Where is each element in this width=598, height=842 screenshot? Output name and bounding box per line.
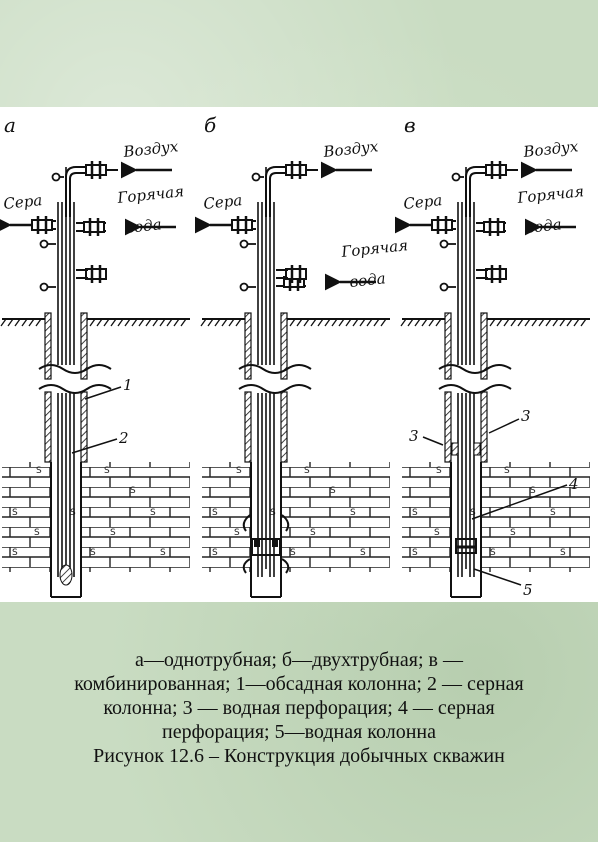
brick-mark: S xyxy=(90,548,96,558)
valve-icon xyxy=(85,161,107,179)
brick-mark: S xyxy=(310,528,316,538)
panel-letter: а xyxy=(4,113,16,137)
callout-3-left: 3 xyxy=(409,427,419,445)
callout-3-right: 3 xyxy=(521,407,531,425)
brick-mark: S xyxy=(470,508,476,518)
air-label: Воздух xyxy=(122,137,180,161)
valve-icon xyxy=(231,216,253,234)
caption-title: Рисунок 12.6 – Конструкция добычных сква… xyxy=(93,745,505,767)
valve-icon xyxy=(285,265,307,283)
hot-water-label-line-1: Горячая xyxy=(516,182,585,207)
brick-mark: S xyxy=(330,486,336,496)
brick-mark: S xyxy=(434,528,440,538)
gauge-icon xyxy=(239,282,256,292)
gauge-icon xyxy=(39,282,56,292)
gauge-icon xyxy=(439,282,456,292)
brick-mark: S xyxy=(504,466,510,476)
brick-mark: S xyxy=(490,548,496,558)
gauge-icon xyxy=(439,239,456,249)
legend-line-2: комбинированная; 1—обсадная колонна; 2 —… xyxy=(74,673,524,695)
gauge-icon xyxy=(51,172,64,182)
valve-icon xyxy=(31,216,53,234)
brick-mark: S xyxy=(412,548,418,558)
legend-line-1: а—однотрубная; б—двухтрубная; в — xyxy=(135,649,463,671)
callout-5: 5 xyxy=(523,581,533,599)
callout-1: 1 xyxy=(123,376,133,394)
brick-mark: S xyxy=(270,508,276,518)
valve-icon xyxy=(485,265,507,283)
legend-line-4: перфорация; 5—водная колонна xyxy=(162,721,436,743)
sulfur-layer xyxy=(2,462,190,572)
brick-mark: S xyxy=(104,466,110,476)
gauge-icon xyxy=(39,239,56,249)
brick-mark: S xyxy=(234,528,240,538)
callout-2: 2 xyxy=(118,429,129,447)
sulfur-filter xyxy=(59,564,73,586)
brick-mark: S xyxy=(304,466,310,476)
hot-water-label-line-1: Горячая xyxy=(116,182,185,207)
brick-mark: S xyxy=(130,486,136,496)
brick-mark: S xyxy=(236,466,242,476)
brick-mark: S xyxy=(560,548,566,558)
brick-mark: S xyxy=(360,548,366,558)
packer xyxy=(251,538,281,556)
sulfur-label: Сера xyxy=(403,191,444,213)
valve-icon xyxy=(431,216,453,234)
brick-mark: S xyxy=(12,508,18,518)
gauge-icon xyxy=(451,172,464,182)
brick-mark: S xyxy=(160,548,166,558)
brick-mark: S xyxy=(212,508,218,518)
gauge-icon xyxy=(251,172,264,182)
figure-caption: а—однотрубная; б—двухтрубная; в — комбин… xyxy=(20,648,578,768)
brick-mark: S xyxy=(110,528,116,538)
brick-mark: S xyxy=(350,508,356,518)
brick-mark: S xyxy=(150,508,156,518)
sulfur-layer xyxy=(402,462,590,572)
valve-icon xyxy=(83,218,105,236)
air-label: Воздух xyxy=(522,137,580,161)
air-label: Воздух xyxy=(322,137,380,161)
callout-4: 4 xyxy=(568,475,579,493)
panel-letter: б xyxy=(204,113,217,137)
valve-icon xyxy=(483,218,505,236)
brick-mark: S xyxy=(212,548,218,558)
brick-mark: S xyxy=(530,486,536,496)
valve-icon xyxy=(485,161,507,179)
brick-mark: S xyxy=(36,466,42,476)
brick-mark: S xyxy=(550,508,556,518)
sulfur-label: Сера xyxy=(3,191,44,213)
brick-mark: S xyxy=(70,508,76,518)
hot-water-label-line-2: вода xyxy=(349,269,387,291)
brick-mark: S xyxy=(290,548,296,558)
sulfur-layer xyxy=(202,462,390,572)
brick-mark: S xyxy=(510,528,516,538)
panel-letter: в xyxy=(404,113,416,137)
valve-icon xyxy=(285,161,307,179)
gauge-icon xyxy=(239,239,256,249)
brick-mark: S xyxy=(436,466,442,476)
hot-water-label-line-1: Горячая xyxy=(340,236,409,261)
brick-mark: S xyxy=(34,528,40,538)
brick-mark: S xyxy=(12,548,18,558)
legend-line-3: колонна; 3 — водная перфорация; 4 — серн… xyxy=(103,697,495,719)
sulfur-label: Сера xyxy=(203,191,244,213)
brick-mark: S xyxy=(412,508,418,518)
valve-icon xyxy=(85,265,107,283)
